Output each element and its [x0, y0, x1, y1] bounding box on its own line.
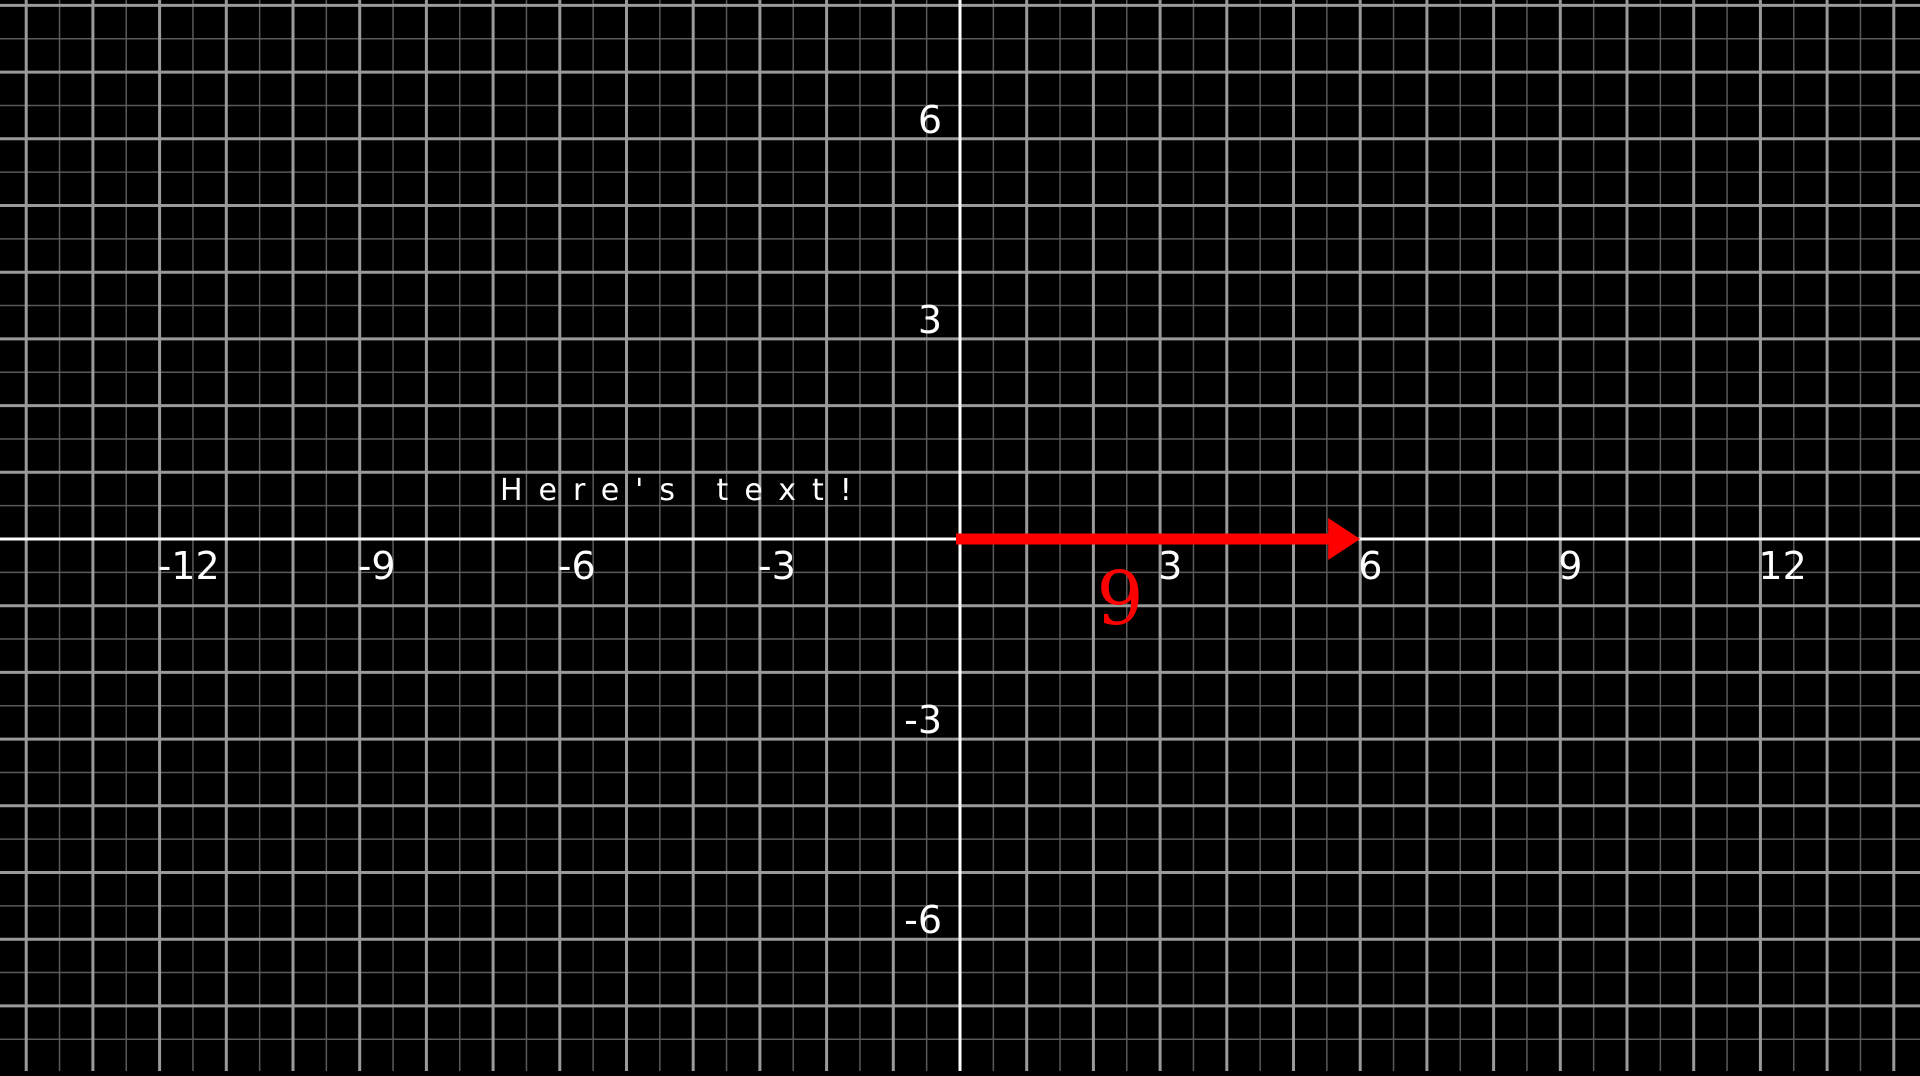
- y-tick-label: -3: [904, 698, 942, 742]
- vector-label: 9: [1097, 556, 1144, 642]
- y-axis-tick-labels: 6 3 -3 -6: [904, 98, 942, 942]
- y-tick-label: 3: [918, 298, 942, 342]
- x-tick-label: 12: [1758, 544, 1806, 588]
- x-tick-label: -12: [158, 544, 220, 588]
- x-tick-label: -3: [758, 544, 796, 588]
- vector-arrowhead: [1328, 518, 1361, 560]
- caption-text: Here's text!: [500, 473, 868, 508]
- x-tick-label: 6: [1358, 544, 1382, 588]
- y-tick-label: -6: [904, 898, 942, 942]
- x-tick-label: -6: [558, 544, 596, 588]
- x-tick-label: 3: [1158, 544, 1182, 588]
- x-tick-label: -9: [358, 544, 396, 588]
- x-tick-label: 9: [1558, 544, 1582, 588]
- y-tick-label: 6: [918, 98, 942, 142]
- vector-arrow: [956, 518, 1361, 560]
